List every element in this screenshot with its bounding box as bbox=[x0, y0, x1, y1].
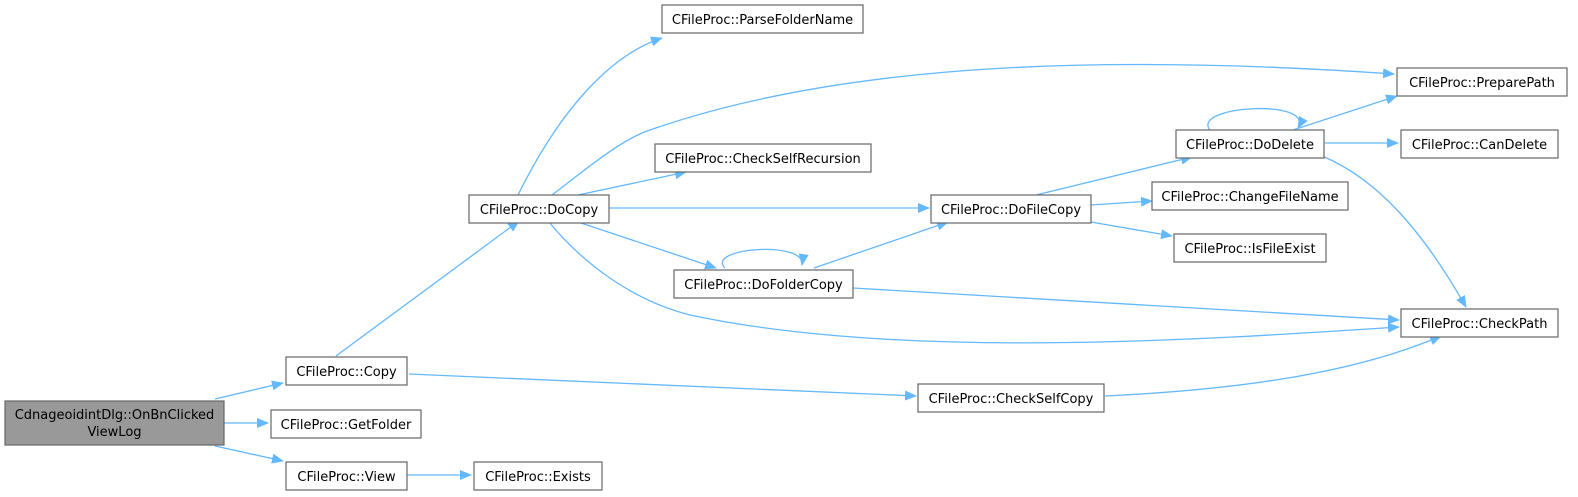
edge-docopy-checkpath bbox=[548, 221, 1400, 344]
node-label-changefilename: CFileProc::ChangeFileName bbox=[1161, 190, 1338, 205]
nodes: CdnageoidintDlg::OnBnClicked ViewLog CFi… bbox=[4, 4, 1568, 491]
node-isfileexist[interactable]: CFileProc::IsFileExist bbox=[1173, 233, 1327, 263]
edge-dodelete-checkpath bbox=[1321, 155, 1467, 308]
node-checkselfrecursion[interactable]: CFileProc::CheckSelfRecursion bbox=[654, 143, 872, 173]
node-label-root-line2: ViewLog bbox=[87, 425, 141, 440]
edge-copy-checkselfcopy bbox=[408, 373, 917, 401]
node-copy[interactable]: CFileProc::Copy bbox=[285, 356, 408, 386]
node-preparepath[interactable]: CFileProc::PreparePath bbox=[1396, 67, 1568, 97]
node-label-preparepath: CFileProc::PreparePath bbox=[1409, 76, 1555, 91]
edge-dofilecopy-isfileexist bbox=[1090, 221, 1173, 240]
edge-root-view bbox=[214, 445, 284, 464]
edge-dofoldercopy-dofilecopy bbox=[813, 220, 949, 269]
node-label-dofoldercopy: CFileProc::DoFolderCopy bbox=[684, 278, 843, 293]
node-candelete[interactable]: CFileProc::CanDelete bbox=[1400, 129, 1559, 159]
node-dodelete[interactable]: CFileProc::DoDelete bbox=[1175, 129, 1325, 159]
node-checkpath[interactable]: CFileProc::CheckPath bbox=[1400, 308, 1559, 338]
node-changefilename[interactable]: CFileProc::ChangeFileName bbox=[1151, 181, 1349, 211]
node-label-candelete: CFileProc::CanDelete bbox=[1412, 138, 1547, 153]
node-label-view: CFileProc::View bbox=[297, 470, 396, 485]
node-parsefoldername[interactable]: CFileProc::ParseFolderName bbox=[661, 4, 864, 34]
edge-dodelete-self bbox=[1207, 107, 1308, 131]
edge-checkselfcopy-checkpath bbox=[1104, 335, 1442, 397]
node-label-checkselfcopy: CFileProc::CheckSelfCopy bbox=[929, 392, 1094, 407]
node-label-getfolder: CFileProc::GetFolder bbox=[281, 418, 412, 433]
node-label-parsefoldername: CFileProc::ParseFolderName bbox=[672, 13, 853, 28]
node-label-checkselfrecursion: CFileProc::CheckSelfRecursion bbox=[665, 152, 861, 167]
edge-dodelete-preparepath bbox=[1292, 94, 1398, 131]
node-label-checkpath: CFileProc::CheckPath bbox=[1412, 317, 1548, 332]
node-label-exists: CFileProc::Exists bbox=[485, 470, 591, 485]
node-label-root-line1: CdnageoidintDlg::OnBnClicked bbox=[15, 408, 215, 423]
node-dofilecopy[interactable]: CFileProc::DoFileCopy bbox=[930, 194, 1092, 224]
node-checkselfcopy[interactable]: CFileProc::CheckSelfCopy bbox=[917, 383, 1105, 413]
edges bbox=[214, 36, 1467, 480]
edge-dofilecopy-changefilename bbox=[1090, 196, 1153, 207]
edge-root-copy bbox=[214, 380, 284, 400]
node-view[interactable]: CFileProc::View bbox=[285, 461, 408, 491]
node-onbnclickedviewlog[interactable]: CdnageoidintDlg::OnBnClicked ViewLog bbox=[4, 400, 225, 446]
edge-copy-docopy bbox=[335, 220, 520, 357]
node-docopy[interactable]: CFileProc::DoCopy bbox=[468, 194, 610, 224]
node-getfolder[interactable]: CFileProc::GetFolder bbox=[270, 409, 422, 439]
node-exists[interactable]: CFileProc::Exists bbox=[473, 461, 603, 491]
node-label-dofilecopy: CFileProc::DoFileCopy bbox=[941, 203, 1081, 218]
node-label-docopy: CFileProc::DoCopy bbox=[480, 203, 599, 218]
node-label-isfileexist: CFileProc::IsFileExist bbox=[1184, 242, 1315, 257]
edge-dofoldercopy-self bbox=[721, 248, 809, 269]
edge-docopy-parsefoldername bbox=[517, 36, 663, 196]
node-dofoldercopy[interactable]: CFileProc::DoFolderCopy bbox=[673, 269, 854, 299]
edge-docopy-dofoldercopy bbox=[577, 221, 717, 270]
edge-docopy-preparepath bbox=[551, 63, 1395, 196]
edge-dofilecopy-dodelete bbox=[1035, 154, 1193, 196]
edge-docopy-checkselfrecursion bbox=[577, 169, 687, 196]
node-label-copy: CFileProc::Copy bbox=[296, 365, 397, 380]
edge-dofoldercopy-checkpath bbox=[852, 287, 1400, 325]
node-label-dodelete: CFileProc::DoDelete bbox=[1186, 138, 1314, 153]
